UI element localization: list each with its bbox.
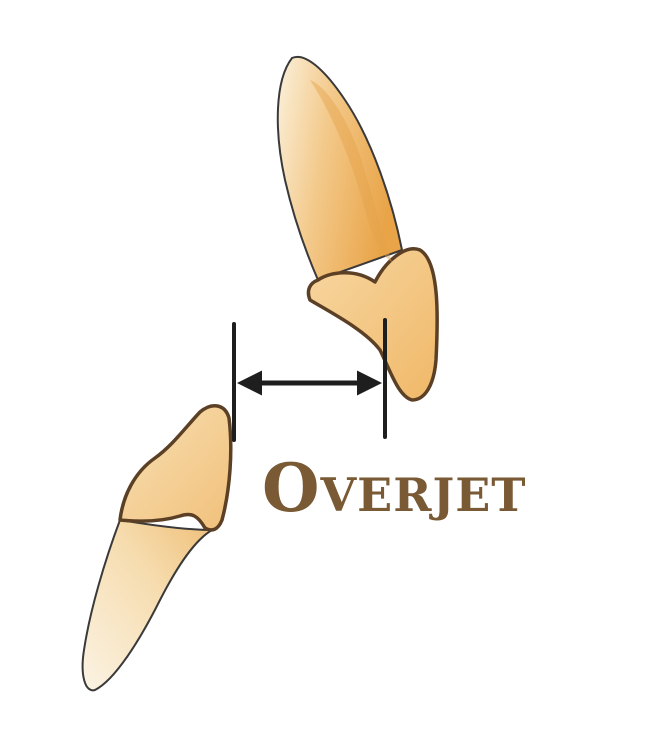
lower-incisor [81, 404, 233, 692]
lower-incisor-crown [118, 404, 233, 532]
overjet-label: Overjet [262, 449, 527, 527]
upper-incisor [276, 55, 439, 402]
lower-incisor-root [81, 518, 216, 692]
upper-incisor-crown [306, 247, 439, 402]
upper-incisor-shade [310, 80, 392, 262]
